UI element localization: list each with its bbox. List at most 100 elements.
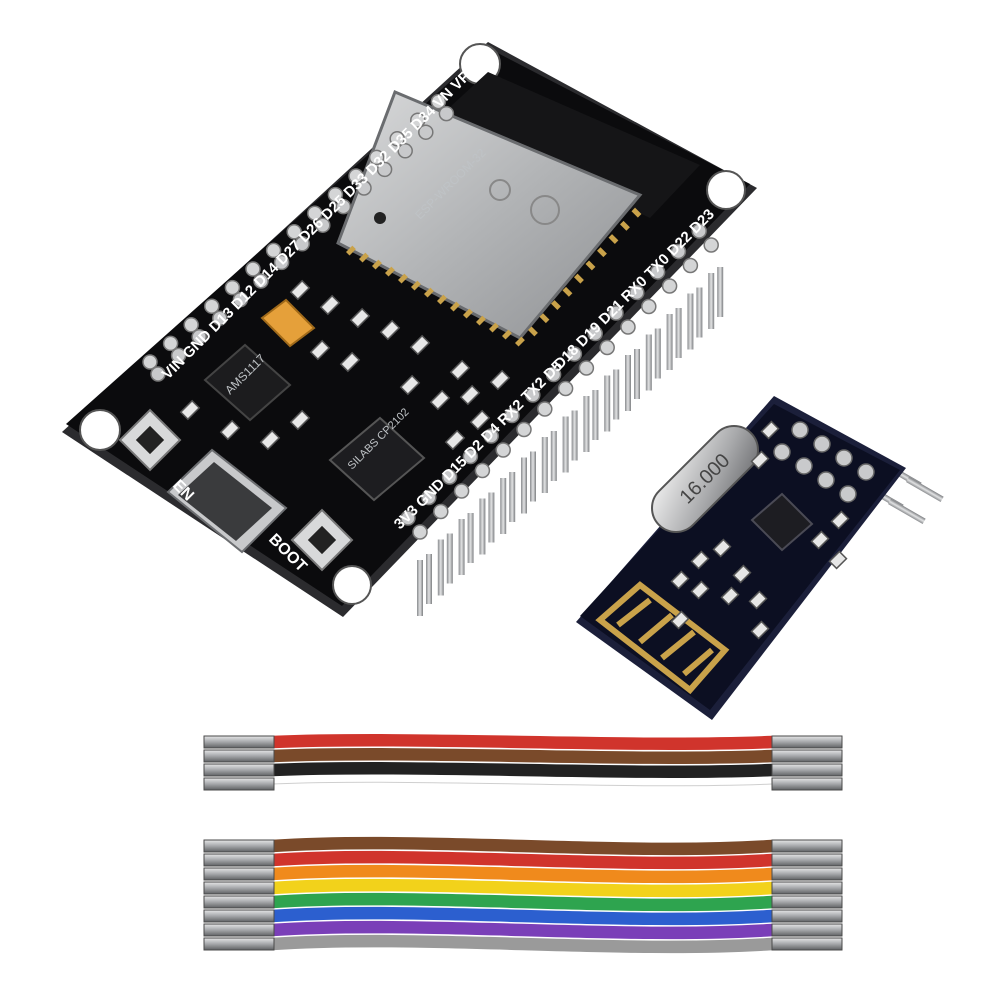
module-pad bbox=[528, 326, 538, 337]
jumper-wire bbox=[271, 836, 773, 856]
header-pin bbox=[666, 314, 673, 370]
jumper-wire bbox=[271, 934, 773, 954]
dupont-connector bbox=[203, 909, 275, 923]
header-pad bbox=[150, 366, 166, 382]
dupont-connector bbox=[203, 937, 275, 951]
header-pin bbox=[437, 539, 444, 596]
header-pin bbox=[562, 416, 569, 473]
voltage-regulator: AMS1117 bbox=[203, 343, 292, 422]
micro-usb-port[interactable] bbox=[166, 448, 288, 554]
header-pad bbox=[795, 457, 813, 475]
header-pin bbox=[488, 492, 495, 543]
mount-hole bbox=[332, 565, 372, 605]
dupont-connector bbox=[203, 777, 275, 791]
header-pin bbox=[696, 287, 703, 338]
tantalum-capacitor bbox=[260, 298, 316, 348]
header-pin bbox=[458, 519, 465, 575]
header-pad bbox=[817, 471, 835, 489]
dupont-connector bbox=[771, 735, 843, 749]
header-pad bbox=[307, 205, 323, 221]
header-pin bbox=[634, 349, 640, 399]
pin1-dot bbox=[374, 212, 386, 224]
dupont-connector bbox=[771, 923, 843, 937]
header-pad bbox=[335, 198, 352, 215]
header-pin bbox=[521, 457, 527, 514]
nrf24-chip bbox=[750, 492, 814, 552]
header-pin bbox=[500, 478, 507, 534]
header-pad bbox=[495, 442, 511, 458]
dupont-connector bbox=[203, 735, 275, 749]
header-pad bbox=[162, 335, 179, 352]
dupont-connector bbox=[771, 853, 843, 867]
header-pad bbox=[376, 161, 393, 178]
header-pad bbox=[232, 291, 249, 308]
pcb-antenna bbox=[595, 581, 730, 695]
dupont-connector bbox=[203, 895, 275, 909]
jumper-wire bbox=[271, 748, 773, 764]
header-pad bbox=[516, 421, 532, 438]
header-pad bbox=[170, 347, 187, 364]
header-pad bbox=[212, 310, 228, 326]
header-pad bbox=[273, 254, 290, 271]
header-pad bbox=[433, 503, 449, 520]
header-pad bbox=[670, 243, 687, 260]
esp32-board: ESP-WROOM-32 VIN GND D13 D12 D14 D27 D26… bbox=[62, 42, 757, 617]
header-pad bbox=[587, 325, 603, 342]
header-pad bbox=[641, 298, 657, 315]
header-pad bbox=[525, 387, 541, 403]
dupont-connector bbox=[203, 749, 275, 763]
smd-component bbox=[828, 550, 848, 570]
header-pad bbox=[578, 360, 595, 376]
header-pad bbox=[410, 112, 426, 128]
header-pad bbox=[294, 236, 310, 252]
smd-components bbox=[179, 279, 511, 451]
boot-button[interactable] bbox=[290, 508, 354, 572]
en-button[interactable] bbox=[118, 408, 182, 472]
header-pad bbox=[400, 510, 416, 526]
header-pin bbox=[625, 355, 631, 411]
header-pad bbox=[183, 317, 199, 333]
smd-component bbox=[289, 409, 311, 431]
dupont-connector bbox=[203, 881, 275, 895]
right-header-pins bbox=[417, 267, 724, 616]
header-pad bbox=[453, 483, 470, 499]
header-pin bbox=[550, 431, 557, 481]
dupont-connector bbox=[203, 839, 275, 853]
mount-hole bbox=[79, 409, 121, 451]
header-pad bbox=[537, 401, 553, 417]
module-pad bbox=[424, 287, 434, 298]
smd-component bbox=[459, 384, 481, 406]
smd-component bbox=[670, 570, 690, 590]
nrf24-module: 16.000 bbox=[576, 396, 944, 720]
module-pad bbox=[398, 273, 408, 284]
header-pad bbox=[348, 168, 364, 184]
header-pin bbox=[687, 293, 694, 350]
module-pad bbox=[437, 294, 447, 305]
jumper-wire bbox=[271, 864, 773, 884]
smd-component bbox=[444, 429, 466, 451]
smd-component bbox=[469, 409, 491, 431]
jumper-wire-outline bbox=[271, 781, 773, 787]
header-pin bbox=[426, 554, 432, 604]
header-pad bbox=[703, 237, 719, 253]
header-pin bbox=[654, 328, 661, 379]
module-pad bbox=[562, 286, 573, 297]
smd-component bbox=[690, 580, 710, 600]
module-pad bbox=[608, 234, 619, 244]
header-pad bbox=[483, 428, 499, 444]
header-pad bbox=[397, 143, 413, 159]
header-pad bbox=[566, 346, 583, 362]
module-pad bbox=[514, 336, 525, 347]
wifi-logo-icon bbox=[530, 195, 560, 225]
dupont-connector bbox=[771, 763, 843, 777]
header-pad bbox=[224, 279, 241, 296]
module-pad bbox=[450, 301, 460, 312]
smd-component bbox=[219, 419, 241, 441]
smd-component bbox=[489, 369, 511, 391]
header-pad bbox=[608, 305, 624, 321]
jumper-wire bbox=[271, 850, 773, 870]
jumper-wires-bottom bbox=[203, 836, 843, 954]
header-pad bbox=[682, 257, 699, 274]
module-pad bbox=[463, 308, 473, 319]
